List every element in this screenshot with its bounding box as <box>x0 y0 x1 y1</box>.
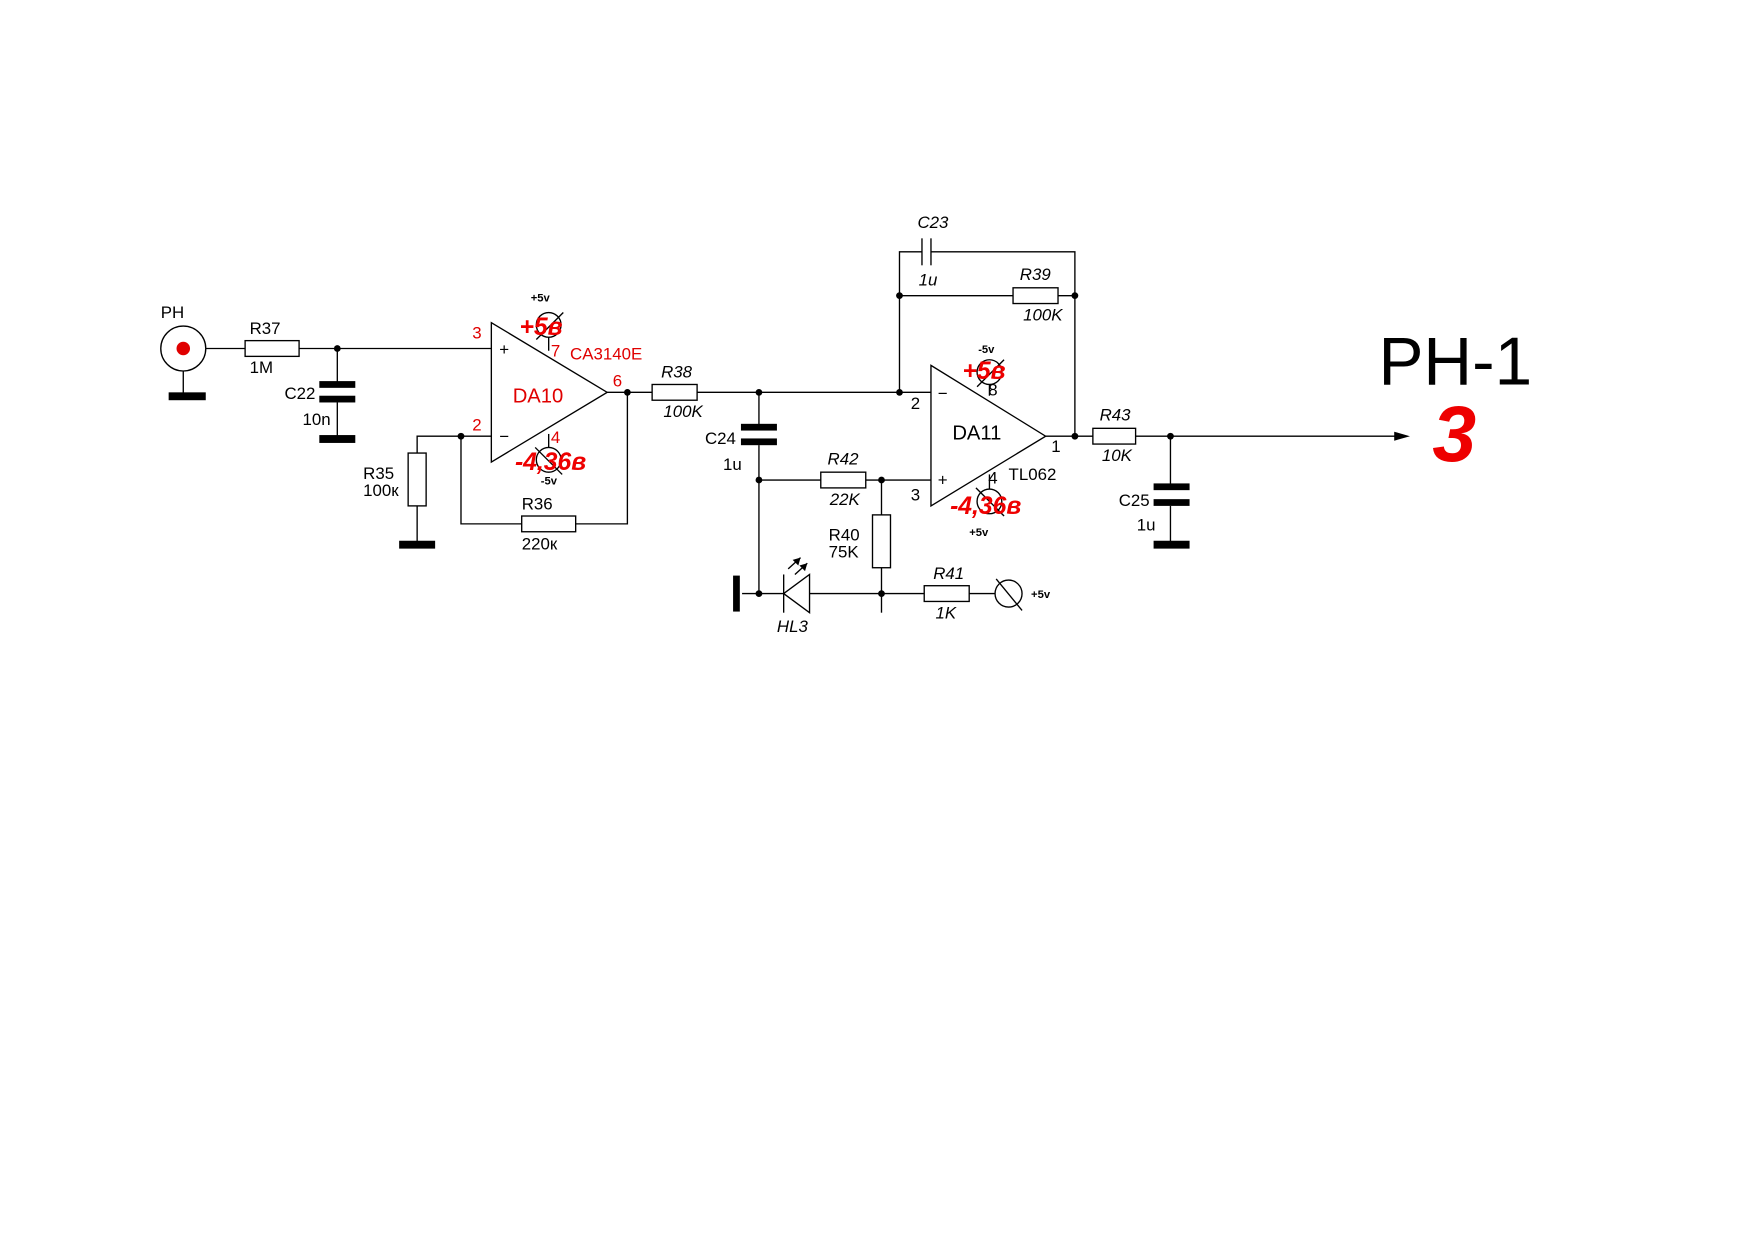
ground-icon <box>168 392 206 401</box>
components-c22-value-label: 10n <box>302 410 330 429</box>
components-r40-ref-label: R40 <box>829 526 860 545</box>
components-hl3-ref-label: HL3 <box>777 617 809 636</box>
supply-terminal-icon <box>535 311 562 338</box>
components-r40-value-label: 75K <box>829 543 860 562</box>
components-r35-value-label: 100к <box>363 481 399 500</box>
da11-bottom-measured-label: -4,36в <box>950 493 1021 520</box>
components-r37-ref-label: R37 <box>250 319 281 338</box>
components-r41-value-label: 1K <box>935 603 956 622</box>
da10-pin-out-label: 6 <box>613 372 622 391</box>
components-r37-value-label: 1M <box>250 358 273 377</box>
components-c25-value-label: 1u <box>1137 516 1156 535</box>
components-c22-ref-label: C22 <box>284 384 315 403</box>
da11-bottom-label-label: +5v <box>969 527 989 539</box>
hl3-led: HL3 <box>758 557 948 636</box>
da10-vneg-label-label: -5v <box>541 476 558 488</box>
da10-pin-vpos-label: 7 <box>551 341 560 360</box>
components-r36-ref-label: R36 <box>522 494 553 513</box>
da10-ref-label: DA10 <box>513 385 564 407</box>
components-c23-value-label: 1u <box>919 271 938 290</box>
da10-vneg-measured-label: -4,36в <box>515 449 586 476</box>
ground-icon <box>733 575 740 612</box>
ground-icon <box>399 540 436 549</box>
components-c24-ref-label: C24 <box>705 429 736 448</box>
ph-input-label: PH <box>161 303 184 322</box>
ground-icon <box>1153 540 1190 549</box>
components-r36-value-label: 220к <box>522 535 558 554</box>
c22-capacitor: C22 10n <box>284 348 356 443</box>
components-r42-ref-label: R42 <box>828 449 860 468</box>
ground-icon <box>319 435 356 443</box>
da11-plus-sign-label: + <box>938 471 948 490</box>
supply-terminal-icon <box>535 446 562 473</box>
r38-resistor: R38 100K <box>651 363 704 421</box>
da10-pin-minus-label: 2 <box>472 416 481 435</box>
da11-part-label: TL062 <box>1009 465 1057 484</box>
sheet-number: 3 <box>1432 390 1476 478</box>
da10-vpos-measured-label: +5в <box>519 314 562 341</box>
da10-plus-sign-label: + <box>499 340 509 359</box>
r35-resistor: R35 100к <box>363 452 436 549</box>
components-c24-value-label: 1u <box>723 455 742 474</box>
da11-pin-bottom-label: 4 <box>988 468 997 487</box>
da10-pin-vneg-label: 4 <box>551 428 560 447</box>
components-c25-ref-label: C25 <box>1119 491 1150 510</box>
connector-pin-icon <box>176 341 191 356</box>
r36-resistor: R36 220к <box>521 494 577 554</box>
c24-capacitor: C24 1u <box>705 392 777 594</box>
components-r43-ref-label: R43 <box>1100 405 1132 424</box>
components-r38-value-label: 100K <box>663 402 703 421</box>
c25-capacitor: C25 1u <box>1119 436 1190 549</box>
components-r43-value-label: 10K <box>1102 446 1133 465</box>
da11-opamp: − + 2 3 DA11 1 8 TL062 4 -5v +5в -4,36в … <box>911 344 1061 539</box>
r42-resistor: R42 22K <box>820 449 867 509</box>
supply-terminal-icon <box>976 359 1003 386</box>
r39-resistor: R39 100K <box>1012 265 1063 324</box>
da11-pin-minus-label: 2 <box>911 394 920 413</box>
r40-resistor: R40 75K <box>829 480 892 613</box>
da11-pin-out-label: 1 <box>1051 437 1060 456</box>
da11-minus-sign-label: − <box>938 384 948 403</box>
components-c23-ref-label: C23 <box>917 213 949 232</box>
r43-resistor: R43 10K <box>1092 405 1137 465</box>
components-r42-value-label: 22K <box>829 490 861 509</box>
da10-opamp: + − 3 2 DA10 6 CA3140E 7 4 +5v +5в -4,36… <box>472 292 642 487</box>
components-r41-ref-label: R41 <box>933 564 964 583</box>
sheet-title: PH-1 <box>1378 324 1532 399</box>
supply-terminal-icon <box>976 488 1003 515</box>
da11-pin-top-label: 8 <box>988 381 997 400</box>
da11-top-measured-label: +5в <box>962 358 1005 385</box>
components-r35-ref-label: R35 <box>363 464 394 483</box>
da10-vpos-label-label: +5v <box>531 292 551 304</box>
supply-terminal-icon <box>994 579 1023 608</box>
output-arrow-icon <box>1394 431 1410 441</box>
da11-ref-label: DA11 <box>952 423 1001 445</box>
da11-pin-plus-label: 3 <box>911 485 920 504</box>
r41-resistor: +5v R41 1K <box>923 564 1051 622</box>
components-r41-supply-label: +5v <box>1031 589 1051 601</box>
da11-top-label-label: -5v <box>978 344 995 356</box>
da10-part-label: CA3140E <box>570 345 642 364</box>
components-r39-value-label: 100K <box>1023 305 1063 324</box>
da10-minus-sign-label: − <box>499 427 509 446</box>
ph-input-connector: PH <box>160 303 207 401</box>
r37-resistor: R37 1M <box>205 319 300 377</box>
da10-pin-plus-label: 3 <box>472 323 481 342</box>
components-r39-ref-label: R39 <box>1020 265 1052 284</box>
components-r38-ref-label: R38 <box>661 363 693 382</box>
